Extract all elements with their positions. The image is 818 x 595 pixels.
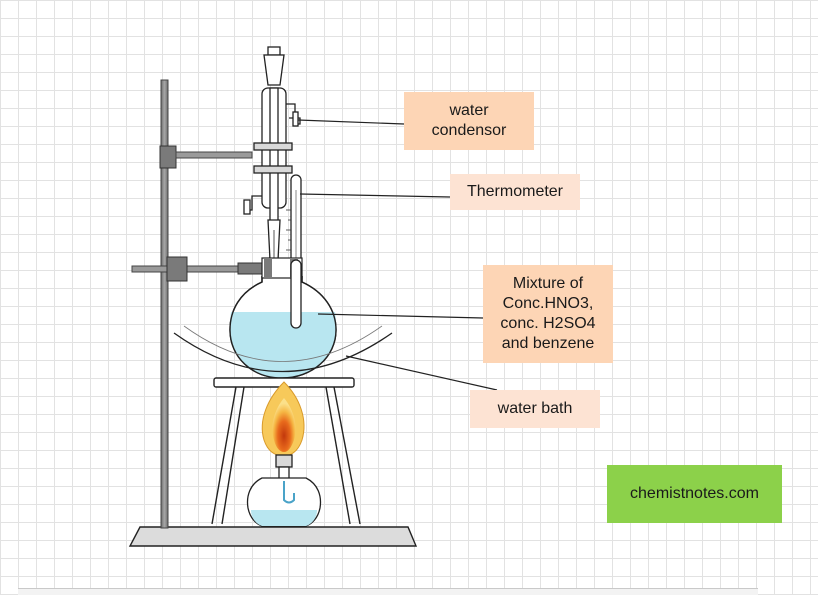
website-badge[interactable]: chemistnotes.com xyxy=(607,465,782,523)
flame xyxy=(261,381,305,457)
water-condenser xyxy=(243,46,301,301)
thermometer-bulb xyxy=(290,259,302,329)
leader-water-bath xyxy=(345,355,498,391)
label-thermometer: Thermometer xyxy=(450,174,580,210)
leader-water-condensor xyxy=(297,119,405,125)
water-bath xyxy=(173,325,393,373)
label-water-bath: water bath xyxy=(470,390,600,428)
lower-clamp xyxy=(131,256,269,282)
stand-rod xyxy=(160,79,169,529)
leader-lines xyxy=(297,119,498,391)
label-water-condensor: water condensor xyxy=(404,92,534,150)
leader-thermometer xyxy=(299,193,451,198)
horizontal-scrollbar[interactable] xyxy=(18,588,758,595)
upper-clamp xyxy=(159,145,253,169)
label-mixture: Mixture of Conc.HNO3, conc. H2SO4 and be… xyxy=(483,265,613,363)
stand-base xyxy=(128,526,418,547)
round-bottom-flask xyxy=(229,257,337,379)
leader-mixture xyxy=(317,313,484,319)
spirit-lamp xyxy=(246,454,322,527)
